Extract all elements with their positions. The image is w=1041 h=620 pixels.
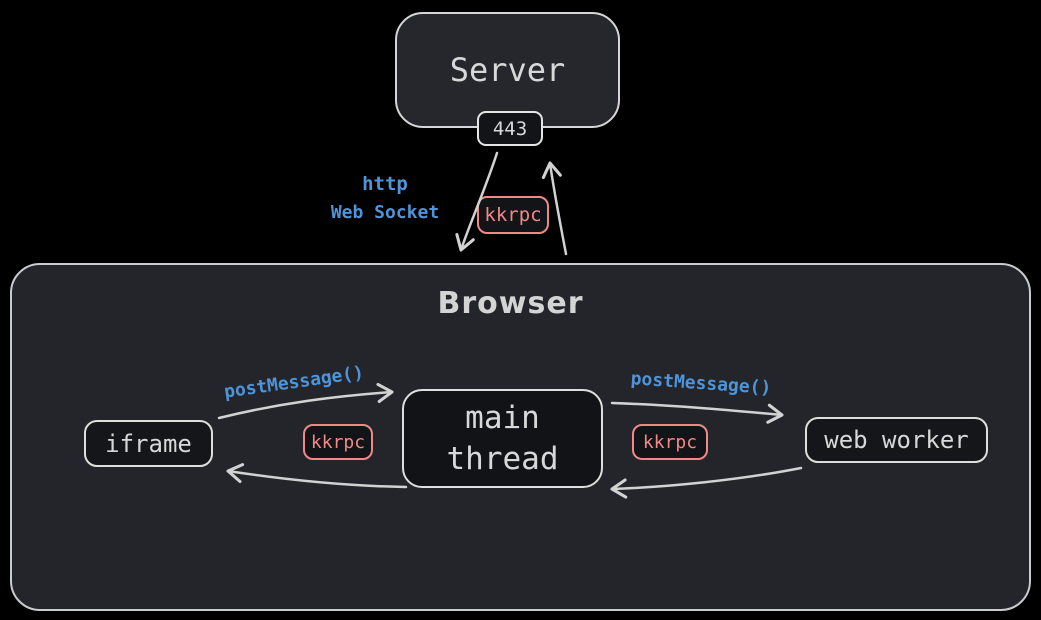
web-worker-label: web worker bbox=[824, 426, 969, 454]
main-thread-label-line1: main bbox=[465, 399, 540, 436]
iframe-node: iframe bbox=[84, 420, 213, 467]
browser-title: Browser bbox=[437, 286, 584, 321]
web-worker-node: web worker bbox=[805, 417, 988, 463]
kkrpc-label-right: kkrpc bbox=[642, 431, 698, 453]
server-label: Server bbox=[449, 51, 566, 89]
kkrpc-label-left: kkrpc bbox=[310, 431, 366, 453]
main-thread-label-line2: thread bbox=[446, 440, 559, 477]
server-node: Server bbox=[395, 12, 620, 128]
server-port-badge: 443 bbox=[477, 111, 543, 146]
kkrpc-badge-server: kkrpc bbox=[477, 196, 549, 234]
kkrpc-label-server: kkrpc bbox=[484, 204, 542, 226]
protocol-label-http: http bbox=[362, 173, 408, 195]
protocol-label-websocket: Web Socket bbox=[330, 202, 440, 223]
iframe-label: iframe bbox=[105, 429, 192, 458]
main-thread-node: main thread bbox=[402, 389, 603, 488]
browser-to-server-arrow bbox=[541, 161, 568, 256]
server-port-label: 443 bbox=[492, 117, 528, 140]
kkrpc-badge-left: kkrpc bbox=[303, 424, 373, 460]
kkrpc-badge-right: kkrpc bbox=[632, 424, 708, 460]
